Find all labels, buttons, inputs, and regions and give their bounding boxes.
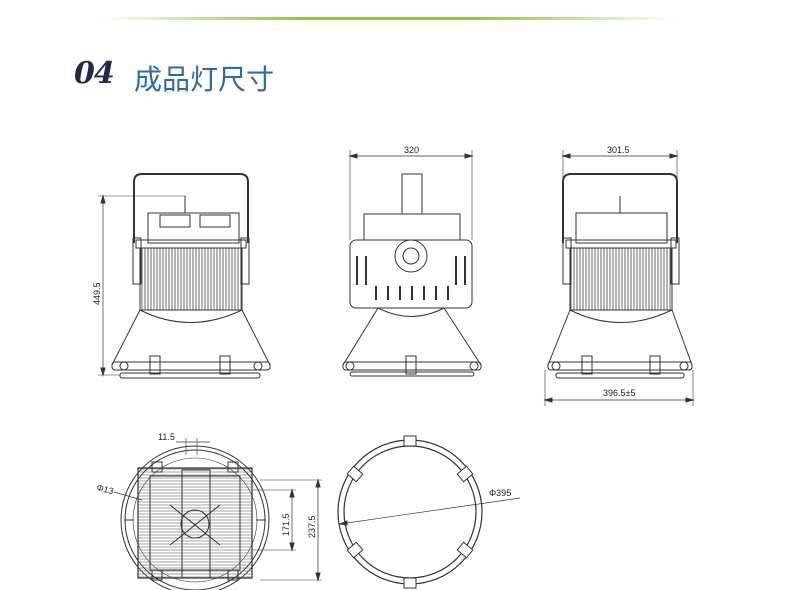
side-width-label: 320 <box>404 145 419 155</box>
side-view <box>342 150 482 377</box>
ring-view <box>337 435 521 589</box>
front-height-label: 449.5 <box>92 282 102 305</box>
front-view <box>98 173 271 379</box>
hole-diameter-label: Φ13 <box>95 482 114 496</box>
rear-width-label: 301.5 <box>607 145 630 155</box>
rear-view <box>543 150 695 406</box>
rear-base-label: 396.5±5 <box>603 388 635 398</box>
section-title: 成品灯尺寸 <box>134 63 275 96</box>
bottom-view <box>113 438 322 590</box>
inner-dimension-label: 171.5 <box>281 513 291 536</box>
bottom-offset-label: 11.5 <box>158 432 175 442</box>
section-number: 04 <box>74 56 115 91</box>
ring-diameter-label: Φ395 <box>489 488 511 498</box>
header-divider <box>98 17 678 20</box>
outer-dimension-label: 237.5 <box>307 515 317 538</box>
